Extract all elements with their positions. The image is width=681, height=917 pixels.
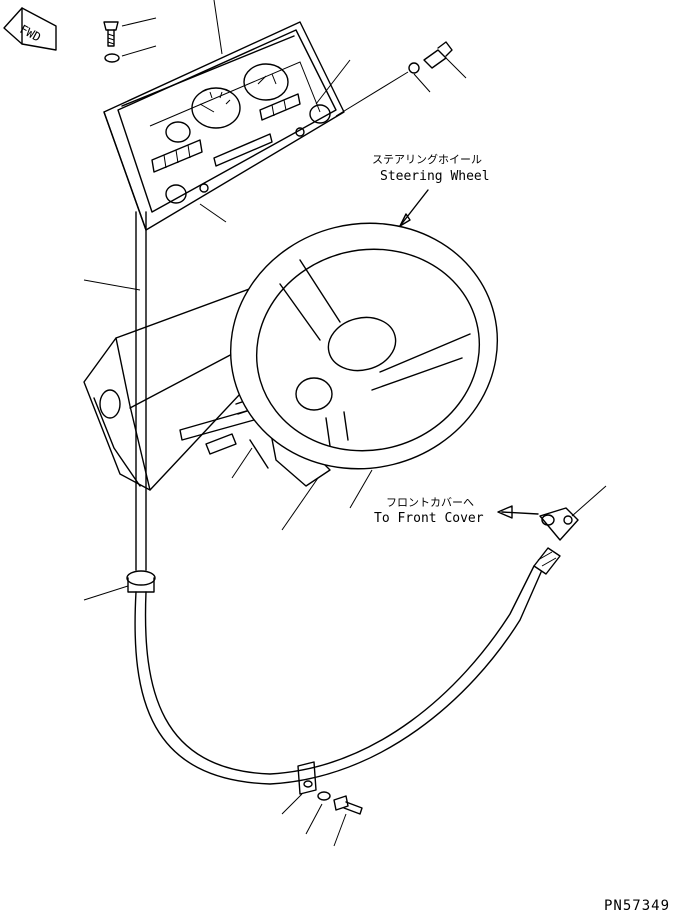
leader-line	[213, 0, 223, 55]
cable-clamp	[297, 761, 317, 795]
bolt-icon	[423, 41, 453, 69]
leader-line	[335, 71, 409, 117]
leader-line	[231, 447, 253, 479]
steering-wheel-label-jp: ステアリングホイール	[372, 152, 482, 166]
fwd-label: FWD	[17, 22, 43, 45]
leader-line	[83, 279, 141, 291]
arrowhead-icon	[399, 213, 411, 227]
leader-line	[281, 793, 303, 815]
steering-wheel-leader	[399, 189, 429, 227]
screw-icon	[103, 21, 119, 47]
steering-wheel	[229, 222, 499, 470]
front-cover-leader	[501, 511, 539, 515]
steering-wheel-label-en: Steering Wheel	[380, 169, 490, 184]
leader-line	[121, 45, 157, 57]
cable-fitting	[539, 507, 579, 541]
leader-line	[315, 59, 351, 105]
leader-line	[571, 485, 607, 517]
drawing-number: PN57349	[604, 898, 670, 914]
fwd-arrow-icon: FWD	[3, 7, 57, 51]
leader-line	[199, 203, 227, 223]
instrument-panel	[103, 21, 345, 231]
leader-line	[413, 73, 431, 93]
leader-line	[305, 803, 323, 835]
leader-line	[445, 57, 467, 79]
leader-line	[333, 813, 347, 847]
leader-line	[349, 469, 373, 509]
leader-line	[121, 17, 157, 27]
front-cover-label-en: To Front Cover	[374, 511, 484, 526]
washer-icon	[104, 53, 120, 63]
speedometer-cable	[126, 211, 561, 785]
front-cover-label-jp: フロントカバーへ	[386, 496, 474, 509]
bolt-icon	[333, 795, 363, 815]
leader-line	[83, 585, 129, 601]
arrowhead-icon	[497, 505, 513, 519]
washer-icon	[317, 791, 331, 801]
washer-icon	[408, 62, 420, 74]
leader-line	[281, 477, 319, 531]
